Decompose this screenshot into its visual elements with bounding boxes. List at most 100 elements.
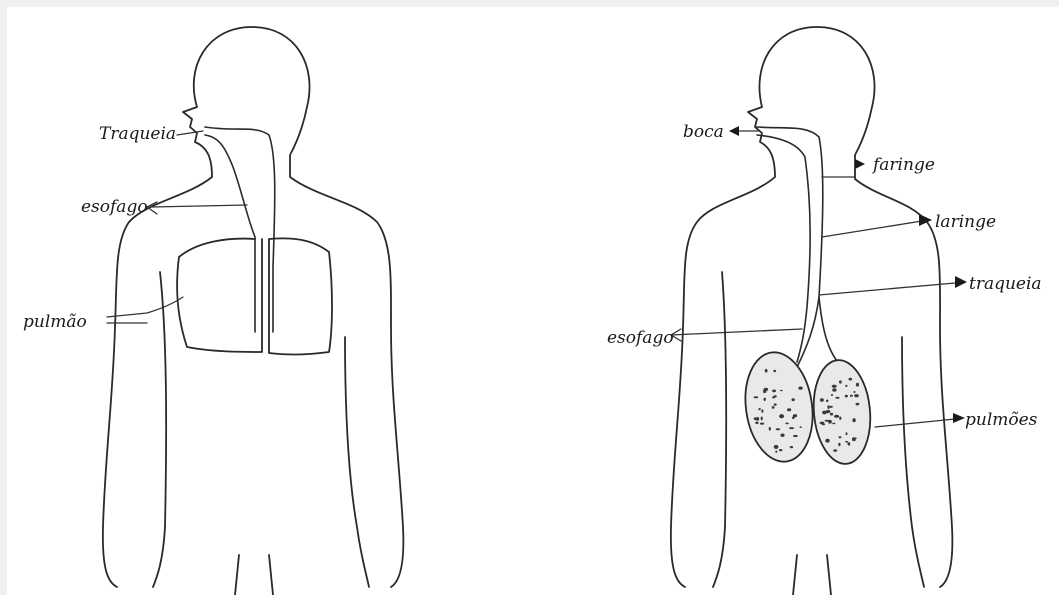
lung-speck (792, 398, 795, 401)
lung-speck (758, 408, 760, 410)
right-lung-left (739, 348, 820, 466)
lung-speck (839, 436, 842, 438)
lung-speck (780, 390, 783, 392)
right-boca-arrow-icon (729, 126, 739, 136)
lung-speck (769, 427, 771, 431)
lung-speck (756, 417, 759, 421)
respiratory-system-diagram: Traqueia esofago pulmão boca faringe lar… (7, 7, 1059, 595)
lung-speck (856, 403, 859, 405)
lung-speck (845, 441, 848, 443)
lung-speck (761, 417, 763, 421)
right-label-laringe: laringe (935, 212, 996, 232)
lung-speck (849, 378, 853, 381)
lung-speck (834, 415, 839, 418)
lung-speck (780, 434, 784, 437)
right-label-traqueia: traqueia (969, 274, 1042, 294)
left-label-esofago: esofago (81, 197, 148, 217)
lung-speck (755, 422, 758, 425)
left-traqueia-leader (177, 131, 203, 135)
lung-speck (760, 423, 764, 425)
left-esophagus-tube (205, 135, 255, 332)
lung-speck (787, 408, 791, 411)
lung-speck (835, 397, 839, 399)
lung-speck (830, 406, 833, 408)
lung-speck (785, 423, 788, 425)
right-pulmoes-arrow-icon (953, 413, 965, 423)
right-pulmoes-leader (875, 419, 955, 427)
left-lung-left (177, 239, 262, 352)
left-pulmao-leader (107, 297, 183, 323)
lung-speck (792, 417, 795, 419)
right-esofago-leader (671, 329, 802, 341)
lung-speck (831, 394, 833, 396)
lung-speck (779, 449, 783, 451)
right-label-faringe: faringe (871, 155, 935, 175)
left-torso-lines (153, 272, 369, 595)
lung-speck (839, 417, 841, 420)
lung-speck (832, 423, 835, 425)
right-faringe-arrow-icon (855, 159, 865, 169)
worksheet: Traqueia esofago pulmão boca faringe lar… (7, 7, 1059, 595)
right-label-esofago: esofago (607, 328, 674, 348)
left-label-pulmao: pulmão (23, 312, 87, 332)
left-esofago-leader (147, 202, 247, 214)
lung-speck (852, 437, 856, 441)
lung-speck (793, 435, 798, 437)
lung-speck (775, 451, 777, 453)
right-traqueia-leader (819, 283, 955, 295)
lung-speck (838, 443, 840, 446)
lung-speck (772, 390, 776, 393)
left-body-figure (103, 27, 404, 595)
left-trachea-tube (205, 127, 275, 332)
left-body-outline (103, 27, 404, 587)
right-traqueia-arrow-icon (955, 276, 967, 288)
lung-speck (776, 428, 780, 430)
left-lung-right (269, 238, 332, 354)
right-lung-right (810, 358, 875, 466)
right-label-boca: boca (683, 122, 724, 142)
lung-speck (832, 388, 836, 391)
lung-speck (854, 394, 859, 397)
lung-speck (826, 400, 828, 403)
left-labels: Traqueia esofago pulmão (23, 124, 247, 332)
lung-speck (764, 398, 766, 401)
lung-speck (832, 385, 837, 388)
left-label-traqueia: Traqueia (99, 124, 176, 144)
lung-speck (846, 432, 848, 435)
lung-speck (853, 391, 855, 393)
lung-speck (850, 395, 853, 397)
lung-speck (826, 410, 831, 413)
lung-speck (839, 380, 842, 383)
lung-speck (765, 369, 768, 373)
lung-speck (830, 413, 833, 416)
lung-speck (820, 398, 824, 402)
lung-speck (772, 397, 775, 399)
lung-speck (856, 383, 859, 387)
lung-speck (833, 449, 837, 452)
lung-speck (827, 405, 829, 409)
lung-speck (772, 406, 775, 409)
right-airway-tube-inner (757, 135, 810, 362)
lung-speck (852, 418, 855, 422)
right-laringe-leader (822, 221, 922, 237)
lung-speck (763, 389, 765, 393)
lung-speck (845, 395, 848, 398)
lung-speck (848, 442, 851, 445)
lung-speck (845, 385, 847, 387)
lung-speck (780, 414, 782, 416)
right-label-pulmoes: pulmões (965, 410, 1038, 430)
lung-speck (798, 387, 802, 390)
lung-speck (800, 426, 802, 428)
lung-speck (825, 439, 829, 443)
right-body-figure (671, 27, 953, 595)
right-bronchus (819, 297, 842, 367)
lung-speck (790, 446, 793, 448)
lung-speck (754, 396, 759, 398)
right-laringe-arrow-icon (919, 214, 932, 226)
lung-speck (761, 409, 763, 412)
lung-speck (774, 445, 779, 449)
lung-speck (825, 420, 830, 422)
lung-speck (789, 427, 794, 429)
lung-speck (822, 424, 825, 426)
lung-speck (773, 370, 776, 372)
